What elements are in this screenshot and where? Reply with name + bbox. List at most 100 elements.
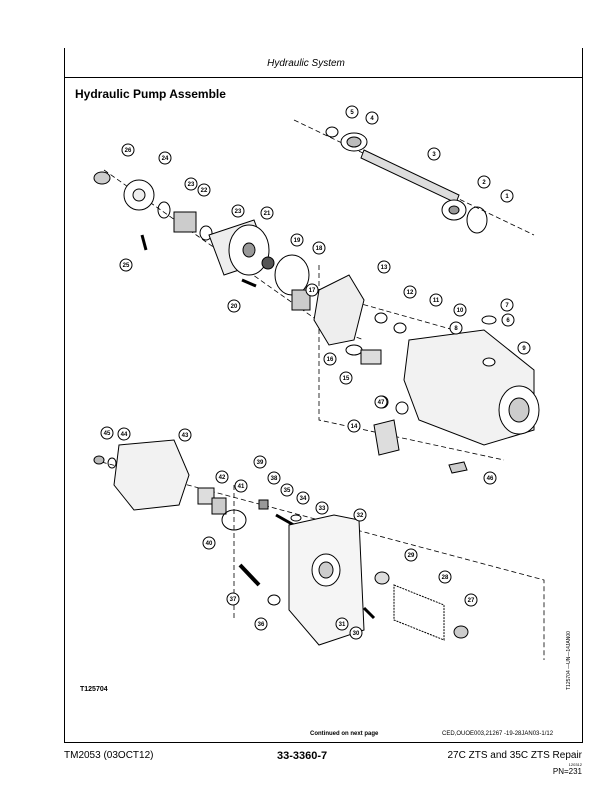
callout-bubble <box>312 241 326 255</box>
callout-number: 22 <box>201 188 208 194</box>
callout-number: 36 <box>258 622 265 628</box>
callout-bubble <box>403 285 417 299</box>
pump-housing <box>313 274 540 474</box>
callout-bubble <box>117 427 131 441</box>
section-header: Hydraulic System <box>267 58 345 69</box>
callout-bubble <box>119 258 133 272</box>
callout-number: 29 <box>408 553 415 559</box>
frame-left-tick <box>64 48 65 78</box>
callout-number: 37 <box>230 597 237 603</box>
callout-number: 28 <box>442 575 449 581</box>
page-title: Hydraulic Pump Assemble <box>75 87 226 101</box>
callout-number: 38 <box>271 476 278 482</box>
callout-bubble <box>254 617 268 631</box>
callout-number: 18 <box>316 246 323 252</box>
callout-number: 24 <box>162 156 169 162</box>
callout-number: 41 <box>238 484 245 490</box>
callout-number: 46 <box>487 476 494 482</box>
callout-number: 5 <box>350 110 354 116</box>
callout-number: 43 <box>182 433 189 439</box>
footer-page-number: 33-3360-7 <box>277 750 328 762</box>
callout-bubble <box>202 536 216 550</box>
callout-bubble <box>280 483 294 497</box>
callout-number: 17 <box>309 288 316 294</box>
footer-date-code: 120312 <box>568 762 582 767</box>
exploded-pump-diagram: 1234567891011111213141516171819202122232… <box>80 105 545 693</box>
callout-number: 42 <box>219 475 226 481</box>
callout-number: 16 <box>327 357 334 363</box>
callout-number: 27 <box>468 598 475 604</box>
content-frame <box>64 77 583 743</box>
callout-bubble <box>335 617 349 631</box>
callout-bubble <box>339 371 353 385</box>
callout-number: 6 <box>506 318 510 324</box>
callout-bubble <box>449 321 463 335</box>
callout-number: 47 <box>378 400 385 406</box>
callout-bubble <box>365 111 379 125</box>
callout-number: 30 <box>353 631 360 637</box>
callout-bubble <box>215 470 229 484</box>
shaft-assembly <box>325 126 488 234</box>
callout-bubble <box>296 491 310 505</box>
callout-number: 31 <box>339 622 346 628</box>
callout-bubble <box>500 189 514 203</box>
callout-bubble <box>500 298 514 312</box>
callout-number: 25 <box>123 263 130 269</box>
callout-number: 8 <box>454 326 458 332</box>
callout-labels: 1234567891011111213141516171819202122232… <box>100 105 531 640</box>
callout-bubble <box>100 426 114 440</box>
figure-side-reference: T125704 —UN—14JAN00 <box>566 631 572 690</box>
callout-bubble <box>184 177 198 191</box>
callout-number: 19 <box>294 238 301 244</box>
callout-bubble <box>231 204 245 218</box>
frame-right-tick <box>582 48 583 78</box>
footer-pn: PN=231 <box>552 767 582 776</box>
callout-number: 14 <box>351 424 358 430</box>
callout-number: 32 <box>357 513 364 519</box>
figure-id: T125704 <box>80 686 108 693</box>
callout-bubble <box>260 206 274 220</box>
callout-bubble <box>121 143 135 157</box>
callout-number: 39 <box>257 460 264 466</box>
continued-note: Continued on next page <box>310 731 379 737</box>
gear-pump <box>93 439 302 531</box>
callout-number: 23 <box>235 209 242 215</box>
callout-bubble <box>226 592 240 606</box>
callout-bubble <box>374 395 388 409</box>
callout-number: 13 <box>381 265 388 271</box>
callout-number: 7 <box>505 303 509 309</box>
callout-bubble <box>353 508 367 522</box>
callout-number: 2 <box>482 180 486 186</box>
callout-number: 4 <box>370 116 374 122</box>
callout-bubble <box>158 151 172 165</box>
callout-number: 40 <box>206 541 213 547</box>
callout-bubble <box>477 175 491 189</box>
callout-bubble <box>483 471 497 485</box>
callout-bubble <box>227 299 241 313</box>
callout-bubble <box>427 147 441 161</box>
reference-code: CED,OUOE003,21267 -19-28JAN03-1/12 <box>442 731 554 737</box>
callout-bubble <box>429 293 443 307</box>
callout-bubble <box>347 419 361 433</box>
callout-bubble <box>267 471 281 485</box>
callout-bubble <box>234 479 248 493</box>
callout-number: 26 <box>125 148 132 154</box>
callout-number: 35 <box>284 488 291 494</box>
callout-number: 33 <box>319 506 326 512</box>
callout-bubble <box>404 548 418 562</box>
callout-bubble <box>305 283 319 297</box>
end-cover <box>238 514 469 646</box>
callout-bubble <box>349 626 363 640</box>
callout-bubble <box>197 183 211 197</box>
callout-number: 34 <box>300 496 307 502</box>
callout-bubble <box>323 352 337 366</box>
callout-bubble <box>178 428 192 442</box>
callout-bubble <box>253 455 267 469</box>
footer-title: 27C ZTS and 35C ZTS Repair <box>447 750 583 761</box>
callout-number: 44 <box>121 432 128 438</box>
callout-number: 20 <box>231 304 238 310</box>
callout-number: 23 <box>188 182 195 188</box>
footer-manual-id: TM2053 (03OCT12) <box>64 750 154 761</box>
callout-bubble <box>377 260 391 274</box>
callout-number: 11 <box>433 298 440 304</box>
